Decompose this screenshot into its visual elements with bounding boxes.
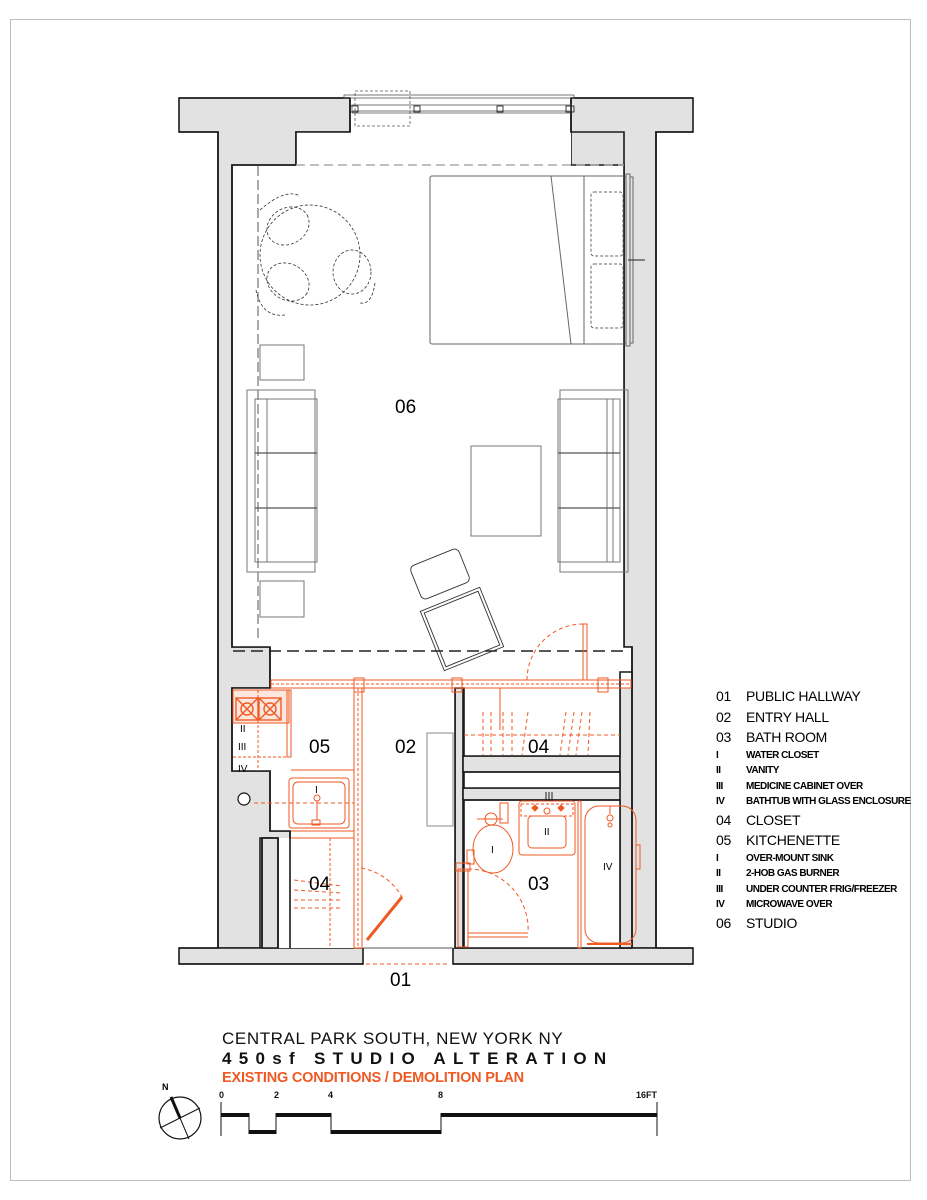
legend-item-label: MEDICINE CABINET OVER	[746, 780, 863, 792]
tag-kitchen-ii: II	[240, 724, 246, 735]
console-table-icon	[426, 732, 454, 827]
legend-item: 02 ENTRY HALL	[716, 709, 911, 730]
legend-item: II 2-HOB GAS BURNER	[716, 868, 911, 884]
legend-item-label: PUBLIC HALLWAY	[746, 688, 861, 704]
project-location: CENTRAL PARK SOUTH, NEW YORK NY	[222, 1029, 564, 1048]
room-label-closet-lower: 04	[309, 874, 331, 895]
legend-item-number: 01	[716, 688, 731, 704]
legend-item-number: I	[716, 749, 719, 761]
legend-item-number: 06	[716, 914, 731, 931]
project-title: 450sf STUDIO ALTERATION	[222, 1049, 614, 1068]
legend-item-number: III	[716, 780, 723, 792]
room-labels: 06 05 02 04 04 03 01	[309, 397, 550, 991]
room-label-public-hallway: 01	[390, 970, 411, 991]
legend-item-label: ENTRY HALL	[746, 708, 829, 725]
legend-item: II VANITY	[716, 765, 911, 781]
legend-item-label: STUDIO	[746, 914, 798, 931]
fixture-tags: II III IV I I II IV	[238, 724, 613, 873]
legend-item: III UNDER COUNTER FRIG/FREEZER	[716, 884, 911, 900]
vanity-icon	[518, 800, 576, 856]
room-label-entry-hall: 02	[395, 737, 416, 758]
legend-item-label: UNDER COUNTER FRIG/FREEZER	[746, 883, 897, 895]
legend-item-number: II	[716, 868, 721, 879]
legend-item-number: 05	[716, 832, 731, 848]
sheet-border	[10, 19, 911, 1181]
legend-item-number: II	[716, 765, 721, 776]
legend-item-number: IV	[716, 899, 725, 910]
sofa-right-icon	[557, 389, 629, 573]
room-label-studio: 06	[395, 397, 416, 418]
legend-item: IV MICROWAVE OVER	[716, 899, 911, 915]
scale-bar	[220, 1102, 658, 1136]
legend-item-label: VANITY	[746, 765, 779, 776]
legend-item-label: BATHTUB WITH GLASS ENCLOSURE	[746, 796, 911, 807]
scale-tick-16ft: 16FT	[636, 1090, 658, 1100]
bed-icon	[429, 173, 645, 347]
tag-bath-wc-i: I	[491, 845, 494, 856]
scale-tick-8: 8	[438, 1090, 444, 1100]
scale-tick-4: 4	[328, 1090, 334, 1100]
side-table-icon	[259, 344, 305, 381]
room-label-kitchenette: 05	[309, 737, 330, 758]
north-label: N	[162, 1082, 169, 1092]
room-label-closet-upper: 04	[528, 737, 550, 758]
legend-item-number: 03	[716, 729, 731, 745]
legend-item-label: OVER-MOUNT SINK	[746, 852, 834, 864]
coffee-table-icon	[470, 445, 542, 537]
dining-table-icon	[255, 193, 376, 316]
kitchen-sink-icon	[254, 777, 354, 829]
title-block: CENTRAL PARK SOUTH, NEW YORK NY 450sf ST…	[222, 1029, 613, 1087]
legend-item-number: IV	[716, 796, 725, 807]
tag-bath-vanity-ii: II	[544, 827, 550, 838]
legend-item: I OVER-MOUNT SINK	[716, 853, 911, 869]
legend-item: 01 PUBLIC HALLWAY	[716, 688, 911, 709]
side-table-icon	[259, 580, 305, 618]
studio-furniture	[233, 164, 645, 672]
legend-item: 05 KITCHENETTE	[716, 832, 911, 853]
tag-bath-tub-iv: IV	[603, 862, 613, 873]
legend-item-number: III	[716, 883, 723, 895]
armchair-icon	[410, 548, 505, 672]
north-arrow-icon	[158, 1096, 202, 1140]
legend-item: 04 CLOSET	[716, 812, 911, 833]
tag-kitchen-sink-i: I	[315, 785, 318, 796]
tag-kitchen-iii: III	[238, 742, 246, 753]
legend-item-number: 02	[716, 708, 731, 725]
legend-item: IV BATHTUB WITH GLASS ENCLOSURE	[716, 796, 911, 812]
gas-burner-icon	[235, 697, 282, 721]
scale-tick-2: 2	[274, 1090, 280, 1100]
room-label-bath-room: 03	[528, 874, 549, 895]
outlet-icon	[237, 792, 251, 806]
drawing-title: EXISTING CONDITIONS / DEMOLITION PLAN	[222, 1070, 524, 1086]
bathtub-icon	[584, 805, 641, 945]
legend-item: III MEDICINE CABINET OVER	[716, 781, 911, 797]
legend-item: 03 BATH ROOM	[716, 729, 911, 750]
demolition-elements	[232, 623, 641, 965]
legend-item-label: 2-HOB GAS BURNER	[746, 868, 840, 879]
legend-item-label: KITCHENETTE	[746, 832, 840, 848]
legend-item: I WATER CLOSET	[716, 750, 911, 766]
window	[343, 90, 575, 127]
scale-tick-0: 0	[219, 1090, 225, 1100]
legend-item-number: 04	[716, 811, 731, 828]
tag-kitchen-iv: IV	[238, 764, 248, 775]
wall-outlines	[179, 97, 693, 965]
legend-item: 06 STUDIO	[716, 915, 911, 936]
sofa-left-icon	[246, 389, 318, 573]
legend-item-number: I	[716, 852, 719, 864]
room-legend: 01 PUBLIC HALLWAY 02 ENTRY HALL 03 BATH ROOM I…	[716, 688, 911, 935]
legend-item-label: BATH ROOM	[746, 729, 828, 745]
legend-item-label: WATER CLOSET	[746, 749, 819, 761]
legend-item-label: CLOSET	[746, 811, 801, 828]
legend-item-label: MICROWAVE OVER	[746, 899, 833, 910]
